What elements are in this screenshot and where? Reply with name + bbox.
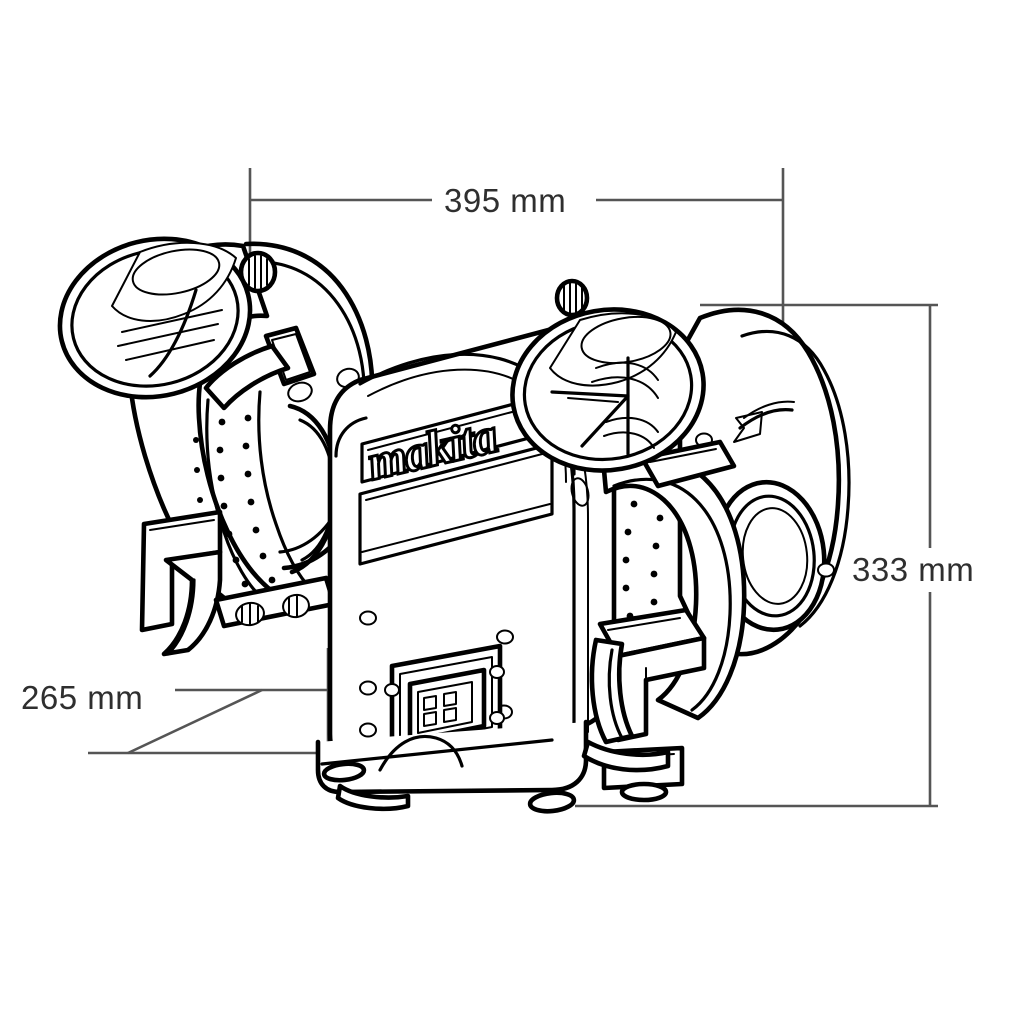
depth-dimension-label: 265 mm: [14, 679, 151, 716]
right-guard-knob[interactable]: [554, 278, 590, 318]
right-shield-bracket: [639, 439, 737, 489]
right-shield-highlights: [591, 361, 659, 449]
vent-panel: [358, 442, 554, 566]
width-dimension-label: 395 mm: [437, 182, 574, 219]
right-wheel-guard: [510, 278, 851, 803]
height-dimension-label: 333 mm: [845, 551, 982, 588]
switch-slots: [423, 691, 457, 727]
base-plate: [315, 719, 589, 812]
housing-detail-marks: [570, 477, 590, 507]
guard-vent-holes: [193, 414, 276, 588]
left-tool-rest[interactable]: [139, 509, 223, 657]
depth-diagonal-leader: [127, 688, 263, 755]
rubber-feet: [321, 761, 577, 814]
housing-screws: [359, 610, 514, 738]
right-eye-shield: [510, 307, 706, 473]
left-eye-shield: [57, 236, 253, 400]
left-guard-knob[interactable]: [238, 250, 278, 294]
left-tool-rest-bolts: [213, 575, 337, 629]
motor-housing: makita: [315, 323, 617, 814]
switch-panel-screws: [384, 665, 505, 725]
rotation-arrow-icon: [733, 400, 795, 443]
